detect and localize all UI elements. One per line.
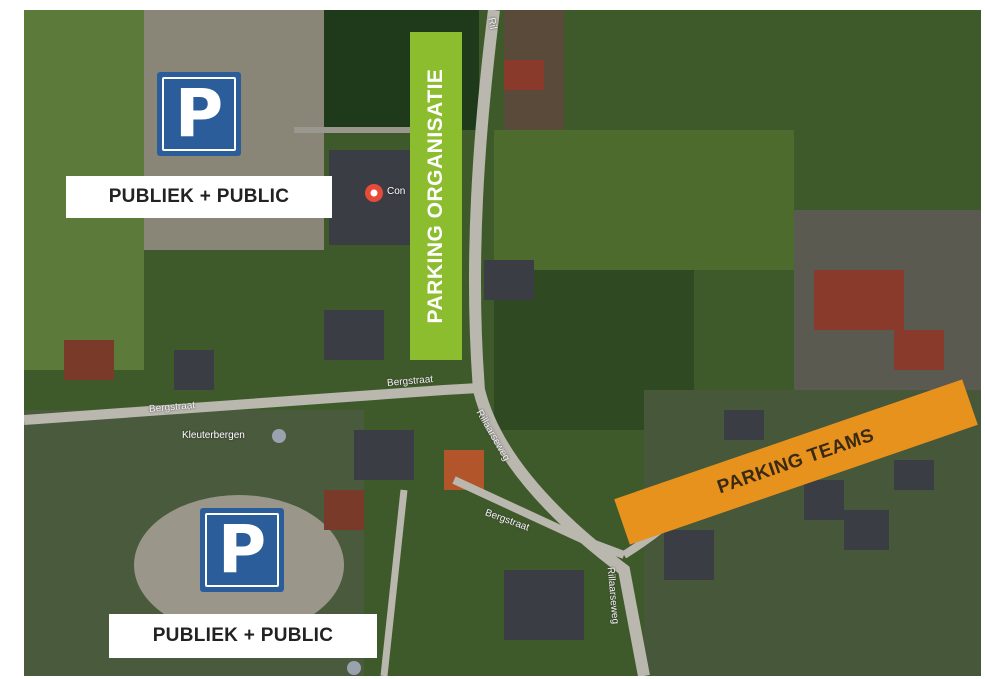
road-bergstraat [24,383,480,425]
school-marker-icon [272,429,286,443]
right-field [494,130,794,270]
house-6 [354,430,414,480]
house-3 [894,460,934,490]
parking-sign-bottom-letter: P [205,513,279,587]
bottom-marker-icon [347,661,361,675]
label-public-bottom: PUBLIEK + PUBLIC [109,614,377,658]
house-2 [804,480,844,520]
red-roof-1 [814,270,904,330]
road-bergstraat-lower [452,476,626,559]
parking-sign-bottom-icon: P [200,508,284,592]
red-roof-6 [504,60,544,90]
banner-parking-organisatie: PARKING ORGANISATIE [410,32,462,360]
parking-sign-top-icon: P [157,72,241,156]
poi-label-sports-hall: Con [387,186,406,197]
house-10 [484,260,534,300]
red-roof-4 [324,490,364,530]
poi-label-school: Kleuterbergen [182,430,245,441]
house-1 [724,410,764,440]
road-rillaarseweg [468,10,650,676]
house-7 [504,570,584,640]
road-south [380,489,408,676]
house-9 [324,310,384,360]
street-label-riv-top: Ril [485,16,499,31]
house-5 [844,510,889,550]
parking-sign-top-letter: P [162,77,236,151]
house-4 [664,530,714,580]
red-roof-2 [894,330,944,370]
poi-marker-dot [370,189,378,197]
label-public-top: PUBLIEK + PUBLIC [66,176,332,218]
red-roof-5 [64,340,114,380]
house-8 [174,350,214,390]
banner-parking-organisatie-text: PARKING ORGANISATIE [424,68,447,324]
